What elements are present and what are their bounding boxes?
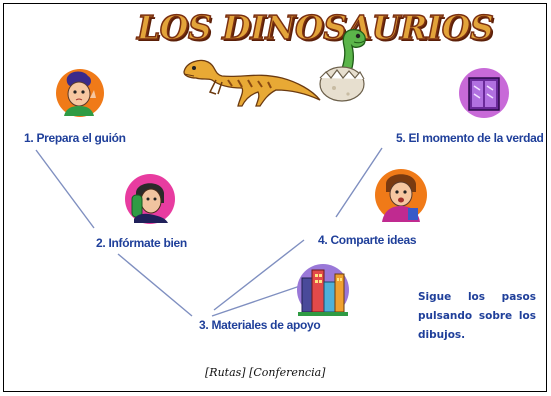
person-talking-icon[interactable] — [374, 166, 428, 224]
city-buildings-icon[interactable] — [296, 262, 350, 318]
rutas-link[interactable]: [Rutas] — [205, 366, 246, 379]
step-3-link[interactable]: 3. Materiales de apoyo — [199, 318, 321, 332]
step-4-link[interactable]: 4. Comparte ideas — [318, 233, 417, 247]
window-glass-icon[interactable] — [458, 66, 510, 120]
page-title: LOS DINOSAURIOS — [136, 7, 494, 48]
person-phone-icon[interactable] — [124, 173, 176, 225]
instructions-text: Sigue los pasos pulsando sobre los dibuj… — [418, 291, 536, 341]
step-2-link[interactable]: 2. Infórmate bien — [96, 236, 187, 250]
footer-links: [Rutas] [Conferencia] — [205, 366, 325, 379]
step-5-link[interactable]: 5. El momento de la verdad — [396, 131, 544, 145]
dinosaur-icon — [183, 59, 321, 107]
step-1-link[interactable]: 1. Prepara el guión — [24, 131, 126, 145]
person-thinking-icon[interactable] — [54, 68, 106, 118]
hatchling-egg-icon — [319, 29, 366, 102]
page-frame — [3, 3, 547, 392]
conferencia-link[interactable]: [Conferencia] — [249, 366, 326, 379]
